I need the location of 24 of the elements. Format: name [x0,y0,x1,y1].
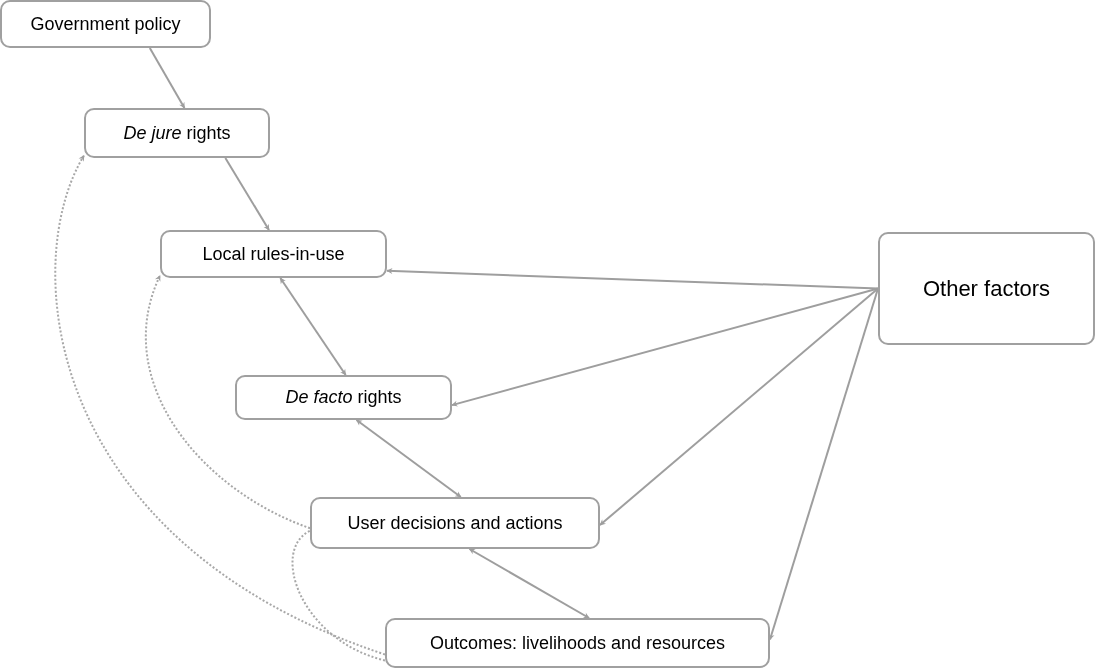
arrow [386,268,879,290]
box-label: User decisions and actions [347,511,563,535]
arrow [148,47,186,109]
rounded-box [160,230,387,278]
arrow [279,277,347,376]
rounded-box [235,375,452,420]
arrow [224,157,270,231]
box-label: Government policy [30,12,181,36]
rounded-box [84,108,270,158]
box-label: Other factors [922,275,1051,303]
box-label: Local rules-in-use [202,242,345,266]
dotted-arrow [145,274,311,530]
box-label: Outcomes: livelihoods and resources [429,631,726,655]
rounded-box [0,0,211,48]
arrow [355,419,462,498]
arrow [451,287,879,407]
rounded-box [310,497,600,549]
box-label: De jure rights [123,121,231,145]
dotted-arrow [54,154,386,656]
rounded-box [878,232,1095,345]
arrow [599,287,879,527]
box-label: De facto rights [285,386,402,409]
arrow [468,548,591,619]
rounded-box [385,618,770,668]
